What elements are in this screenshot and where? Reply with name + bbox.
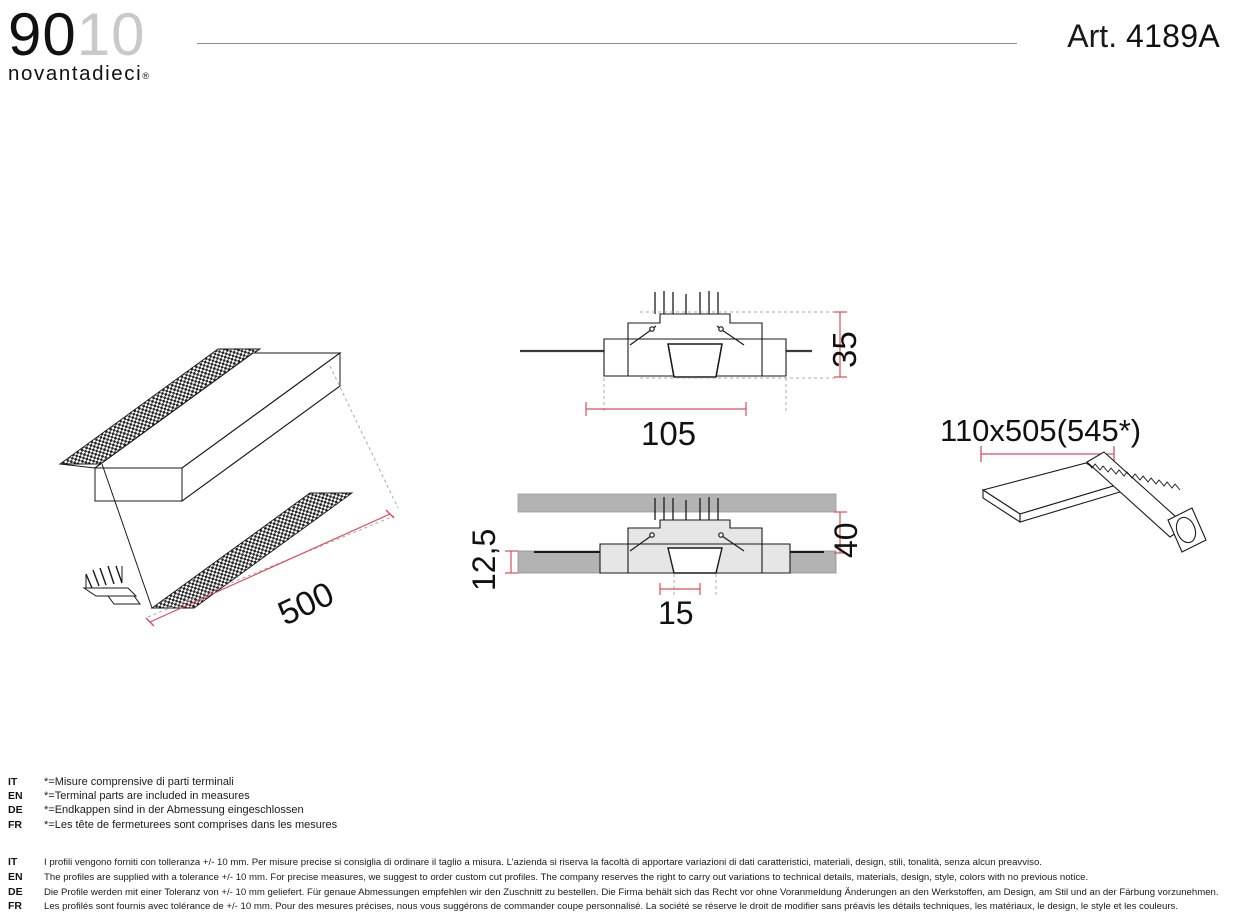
note-lang: EN xyxy=(8,790,23,803)
note-text: *=Les tête de fermeturees sont comprises… xyxy=(44,818,338,831)
note-row: FR Les profilés sont fournis avec toléra… xyxy=(8,900,1219,915)
note-lang: FR xyxy=(8,818,22,831)
note-text: *=Misure comprensive di parti terminali xyxy=(44,776,234,788)
dimension-15-label: 15 xyxy=(658,595,694,631)
logo-wordmark: novantadieci® xyxy=(8,62,188,86)
brand-logo: 9010 novantadieci® xyxy=(8,5,188,86)
section-front-view: 105 35 xyxy=(520,291,863,452)
note-lang: DE xyxy=(8,804,23,817)
saw-icon xyxy=(1086,451,1207,553)
technical-drawings-area: 500 xyxy=(0,96,1250,756)
note-row: EN *=Terminal parts are included in meas… xyxy=(8,790,337,804)
note-row: DE *=Endkappen sind in der Abmessung ein… xyxy=(8,804,337,818)
section-installed-view: 15 40 12,5 xyxy=(466,493,864,631)
note-text: *=Endkappen sind in der Abmessung einges… xyxy=(44,804,304,817)
dimension-500-label: 500 xyxy=(272,575,339,633)
logo-digits: 9010 xyxy=(8,5,188,65)
note-text: Les profilés sont fournis avec tolérance… xyxy=(44,901,1178,913)
dimension-105: 105 xyxy=(585,402,747,452)
note-row: FR *=Les tête de fermeturees sont compri… xyxy=(8,819,337,833)
structural-ceiling-slab xyxy=(517,493,837,513)
note-row: IT I profili vengono forniti con tollera… xyxy=(8,856,1219,871)
cutout-detail-view: 110x505(545*) xyxy=(940,413,1207,553)
note-lang: IT xyxy=(8,776,18,788)
dimension-35: 35 xyxy=(826,311,863,378)
logo-digits-dark: 90 xyxy=(8,1,77,68)
header-divider-rule xyxy=(197,43,1017,44)
end-cap-fins xyxy=(85,565,123,589)
dimension-105-label: 105 xyxy=(641,415,696,452)
note-text: *=Terminal parts are included in measure… xyxy=(44,790,250,803)
note-text: The profiles are supplied with a toleran… xyxy=(44,871,1089,883)
page-header: 9010 novantadieci® Art. 4189A xyxy=(0,0,1250,100)
registered-trademark-icon: ® xyxy=(142,71,149,81)
logo-digits-light: 10 xyxy=(76,1,146,68)
cutout-dimension-bar xyxy=(980,446,1115,462)
dimension-40-label: 40 xyxy=(828,522,864,558)
article-number: 4189A xyxy=(1125,18,1220,54)
note-lang: FR xyxy=(8,900,22,913)
dimension-15: 15 xyxy=(658,583,701,631)
dimension-12-5-label: 12,5 xyxy=(466,529,502,591)
article-prefix-label: Art. xyxy=(1067,18,1118,54)
note-lang: DE xyxy=(8,885,23,898)
note-lang: EN xyxy=(8,870,23,883)
isometric-view: 500 xyxy=(58,348,399,633)
dimension-35-label: 35 xyxy=(826,331,863,368)
dimension-12-5: 12,5 xyxy=(466,529,518,591)
dimension-40: 40 xyxy=(828,511,864,558)
note-row: DE Die Profile werden mit einer Toleranz… xyxy=(8,886,1219,901)
note-lang: IT xyxy=(8,856,18,868)
note-text: I profili vengono forniti con tolleranza… xyxy=(44,857,1042,868)
cutout-dimension-label: 110x505(545*) xyxy=(940,413,1141,448)
tolerance-disclaimer-note: IT I profili vengono forniti con tollera… xyxy=(8,856,1219,915)
note-text: Die Profile werden mit einer Toleranz vo… xyxy=(44,886,1219,898)
article-code: Art. 4189A xyxy=(1067,18,1220,55)
note-row: EN The profiles are supplied with a tole… xyxy=(8,871,1219,886)
logo-wordmark-text: novantadieci xyxy=(8,62,143,85)
note-row: IT *=Misure comprensive di parti termina… xyxy=(8,776,337,790)
terminal-parts-note: IT *=Misure comprensive di parti termina… xyxy=(8,776,337,833)
